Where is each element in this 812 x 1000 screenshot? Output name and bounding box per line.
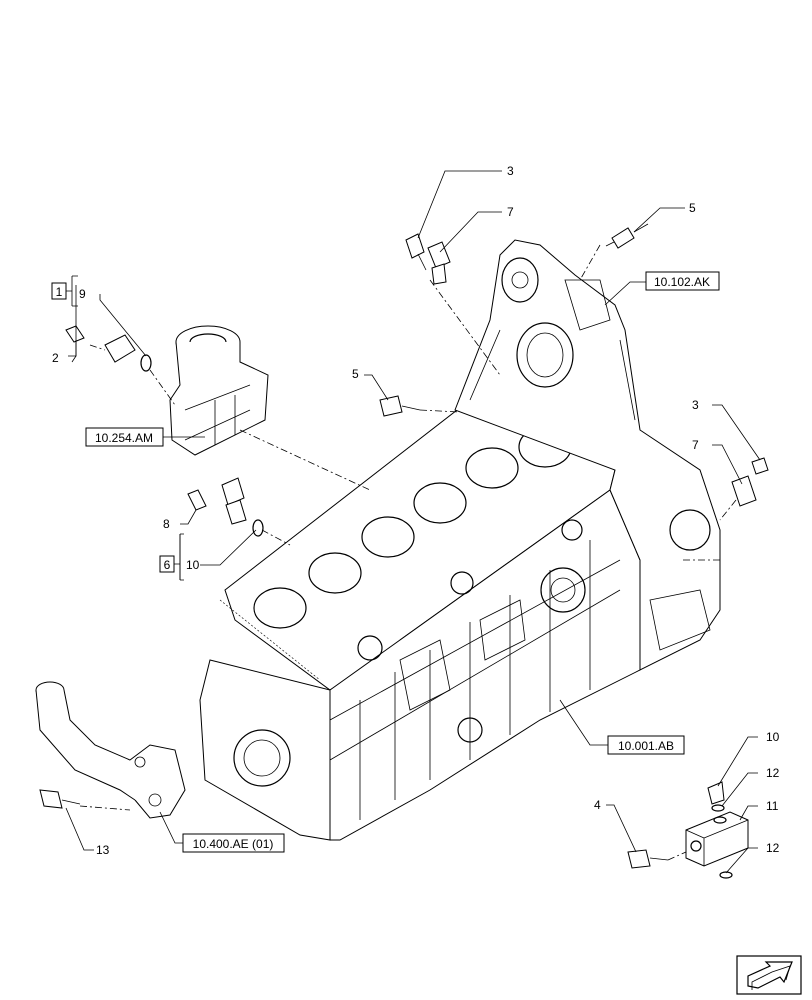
ref-label-10102AK: 10.102.AK [654, 275, 710, 289]
pressure-sensor-6 [187, 477, 264, 537]
callout-10-right: 10 [766, 730, 780, 744]
speed-sensor-7-right [731, 475, 757, 507]
kit-label-6: 6 [164, 558, 171, 572]
callout-13: 13 [96, 843, 110, 857]
callout-10-left: 10 [186, 558, 200, 572]
callout-11: 11 [766, 799, 779, 813]
kit-box-6: 6 [159, 533, 184, 581]
callout-3-right: 3 [692, 398, 699, 412]
callout-2: 2 [52, 351, 59, 365]
callout-4: 4 [594, 798, 601, 812]
callout-5-top: 5 [689, 201, 696, 215]
callout-labels: 3 7 5 9 2 5 3 7 8 10 10 12 11 12 4 13 [52, 164, 780, 857]
ref-box-10102AK[interactable]: 10.102.AK [645, 271, 720, 291]
temp-sensor-4 [627, 849, 669, 869]
callout-7-top: 7 [507, 205, 514, 219]
callout-5-mid: 5 [352, 367, 359, 381]
callout-9: 9 [79, 287, 86, 301]
ref-label-10254AM: 10.254.AM [95, 431, 153, 445]
temp-sensor-5-top [605, 223, 649, 249]
bolt-3-top [405, 233, 427, 271]
ref-label-10001AB: 10.001.AB [618, 739, 674, 753]
bolt-3-right [751, 457, 769, 475]
pressure-sensor-9 [65, 325, 152, 372]
callout-7-right: 7 [692, 438, 699, 452]
callout-3-top: 3 [507, 164, 514, 178]
ref-label-10400AE: 10.400.AE (01) [193, 837, 274, 851]
temp-sensor-13 [39, 789, 81, 809]
temp-sensor-5-mid [379, 395, 421, 417]
kit-label-1: 1 [56, 285, 63, 299]
air-elbow [169, 325, 269, 456]
kit-box-1: 1 [51, 275, 78, 307]
ref-box-10254AM[interactable]: 10.254.AM [85, 427, 164, 447]
callout-12-bottom: 12 [766, 841, 780, 855]
callout-8: 8 [163, 517, 170, 531]
ref-box-10400AE[interactable]: 10.400.AE (01) [182, 833, 285, 853]
inlet-pipe [35, 681, 186, 819]
speed-sensor-7-top [427, 241, 451, 285]
ref-box-10001AB[interactable]: 10.001.AB [607, 735, 685, 755]
callout-12-top: 12 [766, 766, 780, 780]
assembly-lines [79, 244, 737, 861]
next-page-arrow-icon[interactable] [736, 955, 802, 995]
flywheel-housing [454, 239, 721, 671]
engine-block [199, 399, 641, 841]
adapter-block-11 [685, 781, 749, 879]
